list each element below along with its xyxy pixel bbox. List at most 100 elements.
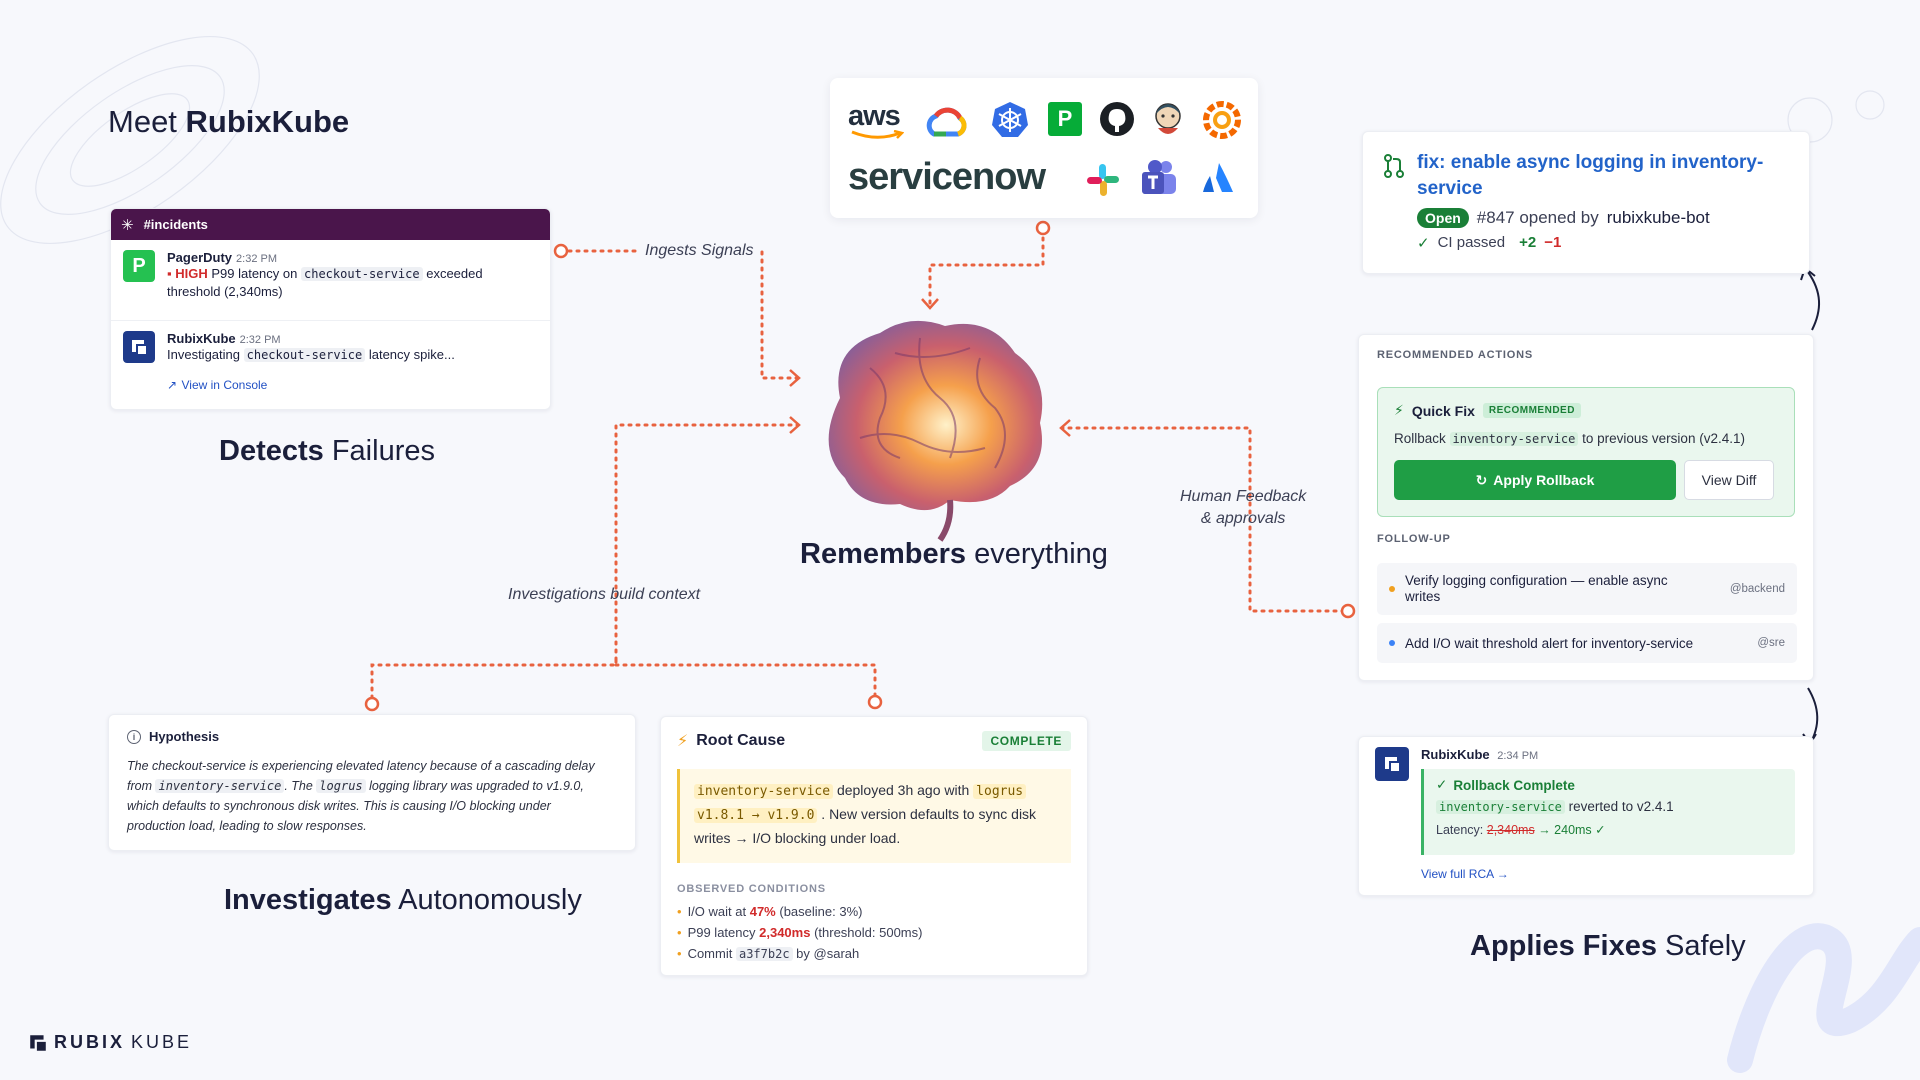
footer-logo-text: KUBE (131, 1032, 193, 1052)
hypothesis-card: i Hypothesis The checkout-service is exp… (108, 714, 636, 851)
status-badge: COMPLETE (981, 731, 1071, 751)
commit-hash: a3f7b2c (735, 947, 793, 961)
footer-logo-text: RUBIX (54, 1032, 126, 1052)
message-text-part: latency spike... (368, 347, 455, 362)
hypothesis-line: The checkout-service is experiencing ele… (127, 759, 595, 773)
pr-meta: #847 opened by (1476, 208, 1599, 227)
condition-item: •P99 latency 2,340ms (threshold: 500ms) (677, 925, 923, 940)
apply-rollback-label: Apply Rollback (1493, 472, 1595, 488)
rubixkube-logo-icon (30, 1034, 46, 1051)
remembers-label: Remembers everything (800, 538, 1108, 571)
condition-note: (threshold: 500ms) (814, 925, 923, 940)
git-pull-request-icon (1384, 154, 1404, 178)
brain-illustration (828, 320, 1043, 542)
detects-label: Detects Failures (219, 435, 435, 468)
message-code: checkout-service (301, 267, 423, 281)
message-time: 2:34 PM (1497, 750, 1539, 762)
google-cloud-icon (926, 107, 967, 137)
slack-icon: ✳ (121, 216, 134, 234)
aws-logo-text: aws (848, 100, 901, 132)
label-bold: Detects (219, 435, 324, 467)
label-bold: Remembers (800, 538, 967, 570)
condition-note: by @sarah (796, 946, 860, 961)
bullet-icon (1389, 586, 1395, 592)
message-text-part: Investigating (167, 347, 240, 362)
condition-label: Commit (687, 946, 733, 961)
message-code: checkout-service (243, 348, 366, 362)
severity-label: HIGH (175, 266, 208, 281)
follow-up-item[interactable]: Verify logging configuration — enable as… (1377, 563, 1797, 615)
bullet-icon (1389, 640, 1395, 646)
follow-up-header: FOLLOW-UP (1377, 533, 1451, 545)
pagerduty-icon: P (1048, 102, 1082, 136)
pr-additions: +2 (1519, 234, 1537, 251)
follow-up-item[interactable]: Add I/O wait threshold alert for invento… (1377, 623, 1797, 663)
root-cause-summary: inventory-service deployed 3h ago with l… (677, 769, 1071, 863)
info-icon: i (127, 729, 141, 744)
rollback-title: Rollback Complete (1453, 777, 1575, 793)
rollback-complete-card: RubixKube 2:34 PM ✓ Rollback Complete in… (1358, 736, 1814, 896)
rollback-service: inventory-service (1436, 800, 1565, 814)
follow-up-owner: @sre (1757, 637, 1785, 649)
human-feedback-line: & approvals (1200, 510, 1286, 527)
view-console-link[interactable]: ↗ View in Console (167, 376, 455, 394)
rollback-icon: ↻ (1475, 471, 1488, 488)
human-feedback-line: Human Feedback (1180, 488, 1307, 505)
follow-up-text: Verify logging configuration — enable as… (1405, 573, 1668, 604)
hypothesis-code: inventory-service (155, 779, 285, 793)
lightning-icon: ⚡ (677, 733, 689, 750)
quick-fix-code: inventory-service (1449, 432, 1579, 446)
root-cause-title: Root Cause (696, 732, 786, 749)
latency-old: 2,340ms (1486, 823, 1535, 837)
label-rest: Safely (1665, 930, 1746, 962)
rubixkube-avatar-icon (123, 331, 155, 363)
hypothesis-line: production load, leading to slow respons… (127, 819, 367, 833)
message-time: 2:32 PM (239, 334, 281, 346)
message-text-part: P99 latency on (211, 266, 298, 281)
microsoft-teams-icon (1142, 160, 1176, 194)
latency-label: Latency: (1436, 823, 1484, 837)
observed-conditions-header: OBSERVED CONDITIONS (677, 883, 826, 895)
external-link-icon: ↗ (167, 378, 178, 392)
hypothesis-code: logrus (316, 779, 366, 793)
investigations-label: Investigations build context (508, 586, 701, 603)
alert-icon: ▪ (167, 266, 172, 281)
quick-fix-panel: ⚡ Quick Fix RECOMMENDED Rollback invento… (1377, 387, 1795, 517)
jenkins-icon (1155, 103, 1181, 134)
condition-label: P99 latency (687, 925, 756, 940)
grafana-icon (1203, 101, 1241, 139)
applies-label: Applies Fixes Safely (1470, 930, 1746, 963)
atlassian-icon (1203, 163, 1233, 192)
lightning-icon: ⚡ (1394, 402, 1404, 418)
quick-fix-desc: to previous version (v2.4.1) (1582, 431, 1745, 446)
root-cause-code: logrus (973, 784, 1027, 799)
aws-icon: aws (848, 100, 904, 139)
condition-item: •Commit a3f7b2c by @sarah (677, 946, 860, 961)
message-text-part: exceeded (426, 266, 483, 281)
message-text: ▪ HIGH P99 latency on checkout-service e… (167, 265, 483, 301)
label-bold: Investigates (224, 884, 392, 916)
integrations-logos: aws P servicenow (830, 78, 1258, 218)
pr-title[interactable]: fix: enable async logging in inventory-s… (1417, 152, 1764, 199)
apply-rollback-button[interactable]: ↻ Apply Rollback (1394, 460, 1676, 500)
view-diff-button[interactable]: View Diff (1684, 460, 1774, 500)
hypothesis-line: . The (284, 779, 313, 793)
root-cause-card: ⚡ Root Cause COMPLETE inventory-service … (660, 716, 1088, 976)
quick-fix-title: Quick Fix (1411, 402, 1475, 419)
recommended-actions-card: RECOMMENDED ACTIONS ⚡ Quick Fix RECOMMEN… (1358, 334, 1814, 681)
view-full-rca-link[interactable]: View full RCA → (1421, 867, 1509, 881)
title-brand: RubixKube (185, 104, 350, 139)
follow-up-text: Add I/O wait threshold alert for invento… (1405, 635, 1694, 651)
message-time: 2:32 PM (236, 253, 277, 265)
root-cause-text: deployed 3h ago with (836, 782, 970, 798)
condition-item: •I/O wait at 47% (baseline: 3%) (677, 904, 863, 919)
message-text-part: threshold (2,340ms) (167, 284, 283, 299)
view-console-text[interactable]: View in Console (181, 378, 268, 392)
servicenow-icon: servicenow (848, 156, 1046, 198)
investigates-label: Investigates Autonomously (224, 884, 582, 917)
